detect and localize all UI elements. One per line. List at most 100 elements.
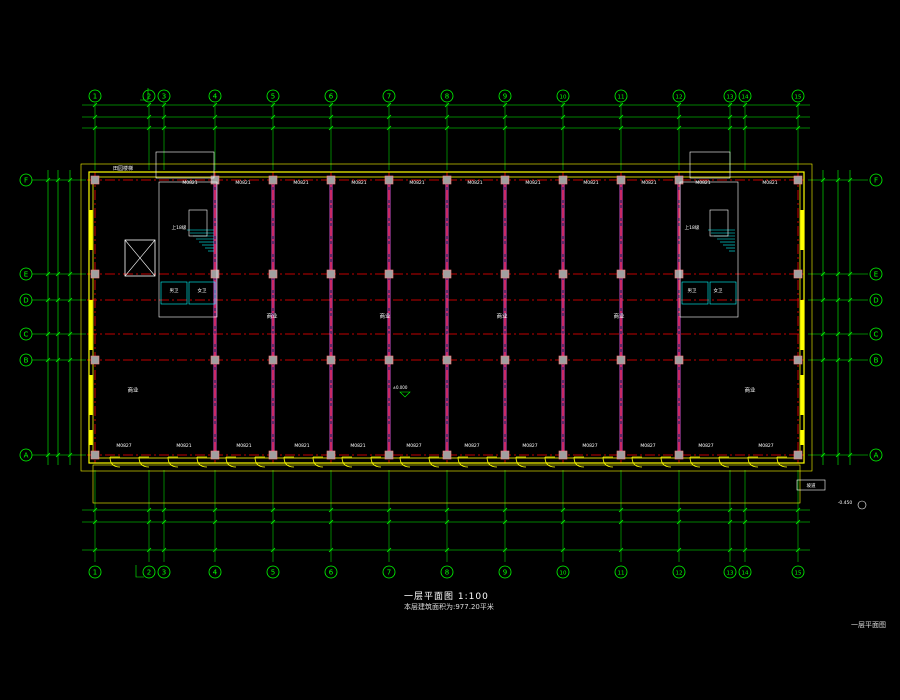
door-code-bottom: M0821	[294, 443, 309, 449]
door-swing	[283, 456, 295, 468]
ramp-marker	[857, 500, 867, 510]
elevator-x2	[124, 239, 156, 277]
column	[500, 450, 510, 460]
axis-label-C: C	[24, 331, 29, 339]
stair-note: 上18级	[172, 224, 187, 231]
door-code-bottom: M0827	[116, 443, 131, 449]
axis-label-15: 15	[795, 571, 802, 577]
axis-bubble-2	[142, 89, 156, 103]
axis-label-E: E	[24, 271, 28, 279]
axis-label-2: 2	[147, 93, 151, 101]
column	[442, 450, 452, 460]
axis-bubble-F	[19, 173, 33, 187]
door-code-top: M0821	[762, 180, 777, 186]
drawing-subtitle: 本层建筑面积为:977.20平米	[404, 603, 494, 611]
axis-bubble-5	[266, 565, 280, 579]
door-code-bottom: M0821	[236, 443, 251, 449]
axis-bubble-11	[614, 89, 628, 103]
column	[793, 355, 803, 365]
axis-bubble-14	[738, 565, 752, 579]
column	[558, 269, 568, 279]
axis-label-12: 12	[676, 95, 683, 101]
door-code-bottom: M0827	[464, 443, 479, 449]
door-swing	[515, 456, 527, 468]
axis-label-8: 8	[445, 569, 449, 577]
axis-bubble-14	[738, 89, 752, 103]
room-label: 商业	[379, 312, 391, 320]
axis-bubble-13	[723, 89, 737, 103]
axis-bubble-4	[208, 89, 222, 103]
level-symbol	[399, 391, 411, 398]
column	[90, 269, 100, 279]
door-swing	[718, 456, 730, 468]
ramp-level: -0.450	[838, 500, 853, 506]
axis-label-2: 2	[147, 569, 151, 577]
column	[210, 175, 220, 185]
door-code-top: M0821	[583, 180, 598, 186]
axis-label-15: 15	[795, 95, 802, 101]
column	[90, 175, 100, 185]
axis-bubble-15	[791, 565, 805, 579]
door-swing	[254, 456, 266, 468]
door-code-top: M0821	[525, 180, 540, 186]
door-code-bottom: M0827	[698, 443, 713, 449]
axis-label-14: 14	[742, 95, 749, 101]
room-label: 商业	[496, 312, 508, 320]
door-swing	[167, 456, 179, 468]
column	[674, 269, 684, 279]
axis-bubble-B	[19, 353, 33, 367]
axis-label-11: 11	[618, 571, 625, 577]
axis-label-12: 12	[676, 571, 683, 577]
axis-bubble-7	[382, 565, 396, 579]
level-mark: ±0.000	[393, 385, 408, 390]
door-swing	[602, 456, 614, 468]
core-box-left	[158, 181, 218, 318]
ramp-tag: 坡道	[807, 482, 816, 489]
door-swing	[399, 456, 411, 468]
corner-label: 一层平面图	[851, 621, 886, 629]
door-swing	[486, 456, 498, 468]
axis-bubble-7	[382, 89, 396, 103]
axis-label-14: 14	[742, 571, 749, 577]
door-code-bottom: M0827	[640, 443, 655, 449]
column	[674, 175, 684, 185]
toilet-label: 男卫	[688, 288, 697, 294]
door-swing	[776, 456, 788, 468]
axis-label-10: 10	[560, 95, 567, 101]
section-mark-bottom	[135, 565, 144, 578]
door-swing	[631, 456, 643, 468]
apron-outline	[80, 163, 813, 472]
axis-label-F: F	[24, 177, 28, 185]
axis-label-B: B	[24, 357, 29, 365]
axis-label-3: 3	[162, 569, 166, 577]
axis-bubble-D	[869, 293, 883, 307]
column	[616, 450, 626, 460]
door-code-bottom: M0827	[758, 443, 773, 449]
axis-label-B: B	[874, 357, 879, 365]
column	[326, 355, 336, 365]
column	[500, 269, 510, 279]
door-code-bottom: M0827	[582, 443, 597, 449]
axis-label-5: 5	[271, 93, 275, 101]
axis-label-F: F	[874, 177, 878, 185]
door-code-top: M0821	[467, 180, 482, 186]
axis-label-6: 6	[329, 93, 334, 101]
axis-label-4: 4	[213, 93, 218, 101]
outer-wall-outline	[88, 171, 805, 464]
axis-bubbles: 1122334455667788991010111112121313141415…	[19, 89, 883, 579]
column	[558, 355, 568, 365]
door-swing	[196, 456, 208, 468]
axis-label-C: C	[874, 331, 879, 339]
axis-label-A: A	[874, 452, 879, 460]
column	[326, 269, 336, 279]
axis-bubble-C	[19, 327, 33, 341]
column	[616, 175, 626, 185]
door-code-top: M0821	[351, 180, 366, 186]
toilet-stall	[188, 281, 216, 305]
axis-label-1: 1	[93, 93, 97, 101]
column	[500, 175, 510, 185]
axis-bubble-1	[88, 89, 102, 103]
stair-cores	[124, 151, 739, 318]
column	[442, 355, 452, 365]
